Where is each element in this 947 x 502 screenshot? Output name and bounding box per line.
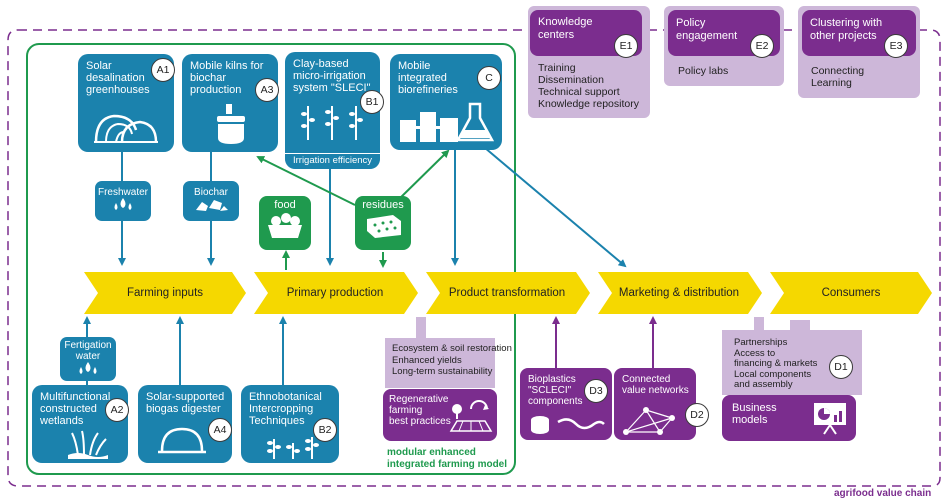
- network-graph-icon: [623, 407, 675, 435]
- box-regenerative-farming: Regenerative farming best practices: [383, 389, 497, 441]
- stage-product-transformation: Product transformation: [448, 287, 566, 299]
- a1-title: Solar desalination greenhouses: [86, 60, 150, 96]
- b1-title: Clay-based micro-irrigation system "SLEC…: [293, 58, 371, 94]
- badge-d1: D1: [829, 355, 853, 379]
- c-title: Mobile integrated biorefineries: [398, 60, 458, 96]
- chevron-primary-production: [254, 272, 418, 314]
- a2-title: Multifunctional constructed wetlands: [40, 391, 111, 427]
- stage-farming-inputs: Farming inputs: [126, 287, 204, 299]
- arrow-c-marketing: [477, 141, 627, 268]
- badge-e2: E2: [750, 34, 774, 58]
- badge-a4: A4: [208, 418, 232, 442]
- value-chain-chevrons: [84, 272, 932, 314]
- e3-title: Clustering with other projects: [810, 17, 883, 42]
- d1-title: Business models: [732, 402, 777, 426]
- b1-footer-irrigation-efficiency: Irrigation efficiency: [285, 153, 380, 169]
- badge-a1: A1: [151, 58, 175, 82]
- badge-b2: B2: [313, 418, 337, 442]
- value-chain-dashed-frame: [7, 29, 941, 487]
- regenerative-title: Regenerative farming best practices: [389, 394, 451, 427]
- stage-marketing-distribution: Marketing & distribution: [618, 287, 740, 299]
- box-b1-sleci-irrigation: Clay-based micro-irrigation system "SLEC…: [285, 52, 380, 169]
- business-notes-panel: [722, 317, 862, 395]
- badge-d3: D3: [584, 379, 608, 403]
- fertigation-label: Fertigation water: [64, 340, 112, 362]
- water-drops-icon: [114, 198, 132, 210]
- badge-e3: E3: [884, 34, 908, 58]
- residues-label: residues: [362, 199, 404, 211]
- a4-title: Solar-supported biogas digester: [146, 391, 225, 415]
- wetland-reeds-icon: [68, 430, 108, 459]
- stage-primary-production: Primary production: [286, 287, 384, 299]
- biogas-dome-icon: [158, 427, 206, 454]
- e1-items: Training Dissemination Technical support…: [538, 62, 639, 110]
- d1-notes-text: Partnerships Access to financing & marke…: [734, 337, 818, 390]
- box-b2-intercropping: Ethnobotanical Intercropping Techniques: [241, 385, 339, 463]
- food-box: food: [259, 196, 311, 250]
- value-chain-caption: agrifood value chain: [834, 488, 932, 499]
- farming-model-frame: [26, 43, 516, 475]
- b2-title: Ethnobotanical Intercropping Techniques: [249, 391, 322, 427]
- badge-b1: B1: [360, 90, 384, 114]
- farming-outcomes-text: Ecosystem & soil restoration Enhanced yi…: [392, 343, 512, 377]
- e2-title: Policy engagement: [676, 17, 738, 42]
- a3-title: Mobile kilns for biochar production: [190, 60, 264, 96]
- box-a3-mobile-kilns: Mobile kilns for biochar production: [182, 54, 278, 152]
- box-a2-wetlands: Multifunctional constructed wetlands: [32, 385, 128, 463]
- biochar-flow-box: Biochar: [183, 181, 239, 221]
- kiln-icon: [217, 104, 245, 144]
- field-cycle-icon: [449, 400, 493, 432]
- biochar-label: Biochar: [194, 187, 228, 198]
- chevron-consumers: [770, 272, 932, 314]
- chevron-product-transformation: [426, 272, 590, 314]
- badge-e1: E1: [614, 34, 638, 58]
- farming-outcomes-panel: [385, 317, 495, 388]
- d2-title: Connected value networks: [622, 374, 689, 396]
- e3-items: Connecting Learning: [811, 65, 865, 89]
- food-label: food: [274, 199, 296, 211]
- badge-d2: D2: [685, 403, 709, 427]
- d3-title: Bioplastics "SCLECI" components: [528, 374, 583, 407]
- greenhouse-icon: [94, 114, 158, 143]
- chevron-marketing-distribution: [598, 272, 762, 314]
- badge-a3: A3: [255, 78, 279, 102]
- badge-c: C: [477, 66, 501, 90]
- plant-rows-icon: [301, 106, 363, 140]
- chevron-farming-inputs: [84, 272, 246, 314]
- pipe-component-icon: [531, 416, 605, 434]
- box-d2-value-networks: Connected value networks: [614, 368, 696, 440]
- fertigation-drops-icon: [79, 362, 97, 374]
- food-basket-icon: [268, 213, 302, 238]
- freshwater-flow-box: Freshwater: [95, 181, 151, 221]
- residues-box: residues: [355, 196, 411, 250]
- freshwater-label: Freshwater: [97, 187, 148, 198]
- biochar-pieces-icon: [196, 200, 228, 211]
- e1-title: Knowledge centers: [538, 16, 593, 41]
- farming-model-caption: modular enhanced integrated farming mode…: [387, 447, 508, 470]
- intercrop-plants-icon: [267, 437, 319, 459]
- arrow-residues-a3: [256, 156, 356, 206]
- biorefinery-icon: [400, 102, 495, 142]
- presentation-chart-icon: [814, 403, 846, 435]
- fertigation-flow-box: Fertigation water: [60, 337, 116, 381]
- badge-a2: A2: [105, 398, 129, 422]
- box-d1-business-models: Business models: [722, 395, 856, 441]
- stage-consumers: Consumers: [821, 287, 881, 299]
- arrow-residues-c: [394, 149, 450, 204]
- e2-items: Policy labs: [678, 65, 729, 77]
- residues-bale-icon: [367, 215, 401, 238]
